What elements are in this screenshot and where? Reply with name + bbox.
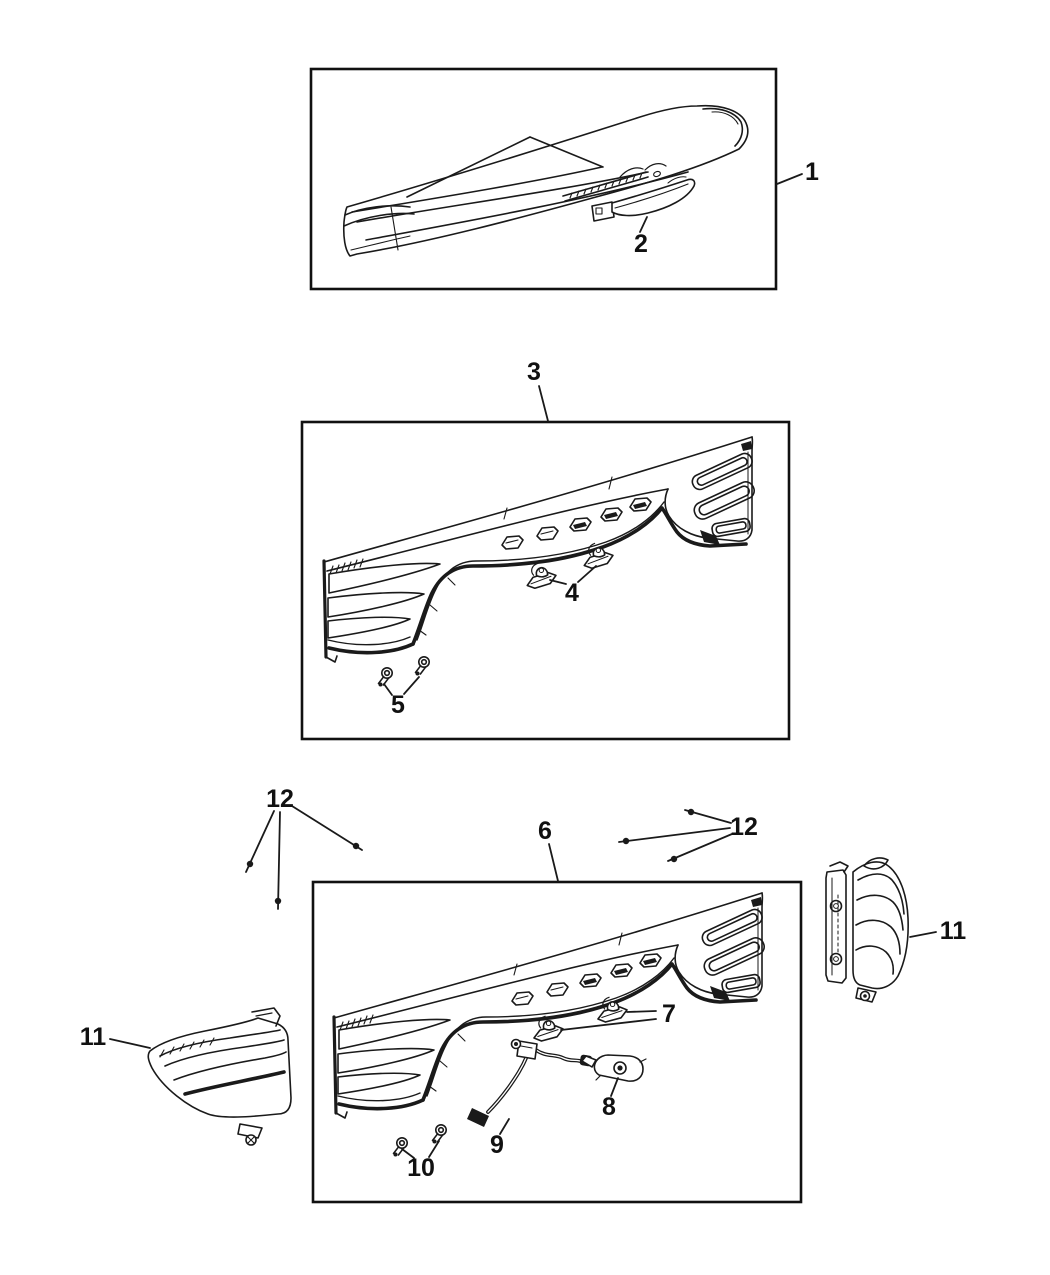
leader-line-4 (549, 565, 597, 585)
callout-3: 3 (527, 358, 541, 386)
tail-lamp-right: 11 (825, 857, 967, 1003)
liftgate-applique-panel (322, 435, 759, 664)
callout-4: 4 (565, 579, 579, 607)
spoiler-box-frame (309, 67, 778, 291)
license-lamp-camera-drawing (581, 1054, 647, 1082)
callout-8: 8 (602, 1093, 616, 1121)
callout-11-right: 11 (940, 917, 967, 945)
bulb-socket-screw (392, 1137, 409, 1158)
panel-with-harness-section: 6 7 8 9 10 (311, 817, 803, 1204)
callout-1: 1 (805, 158, 819, 186)
spoiler-section: 1 2 (309, 67, 819, 291)
leader-line-7 (560, 1010, 657, 1031)
tail-lamp-left: 11 (80, 1007, 292, 1146)
spoiler-drawing (342, 104, 749, 257)
leader-line-6 (548, 843, 559, 882)
callout-6: 6 (538, 817, 552, 845)
chmsl-lamp-drawing (591, 176, 696, 222)
callout-12-left: 12 (266, 785, 294, 813)
leader-line-9 (499, 1118, 510, 1135)
liftgate-applique-panel (332, 891, 769, 1120)
leader-line-8 (610, 1077, 619, 1097)
leader-line-2 (639, 216, 648, 233)
leader-line-3 (538, 385, 549, 422)
leader-line-11-left (109, 1038, 151, 1049)
leader-line-12-right (618, 809, 733, 862)
applique-panel-section: 3 4 5 (300, 358, 791, 741)
leader-line-11-right (909, 931, 937, 938)
bulb-socket-screw (377, 666, 394, 688)
leader-line-12-left (245, 805, 363, 910)
applique-box-frame (300, 420, 791, 741)
callout-9: 9 (490, 1131, 504, 1159)
bulb-socket-screw (414, 655, 431, 677)
mounting-screws-left: 12 (245, 785, 363, 910)
leader-line-1 (776, 173, 803, 185)
mounting-screw (687, 808, 695, 816)
mounting-screw (246, 860, 254, 868)
callout-11-left: 11 (80, 1023, 107, 1051)
mounting-screw (352, 842, 360, 850)
mounting-screws-right: 12 (618, 808, 758, 863)
callout-2: 2 (634, 230, 648, 258)
callout-10: 10 (407, 1154, 435, 1182)
wiring-harness-drawing (467, 1038, 593, 1127)
harness-box-frame (311, 880, 803, 1204)
callout-5: 5 (391, 691, 405, 719)
mounting-screw (670, 855, 678, 863)
mounting-screw (622, 837, 630, 845)
mounting-screw (274, 897, 282, 905)
leader-line-5 (383, 676, 420, 696)
callout-7: 7 (662, 1000, 676, 1028)
leader-line-10 (401, 1140, 440, 1159)
callout-12-right: 12 (730, 813, 758, 841)
